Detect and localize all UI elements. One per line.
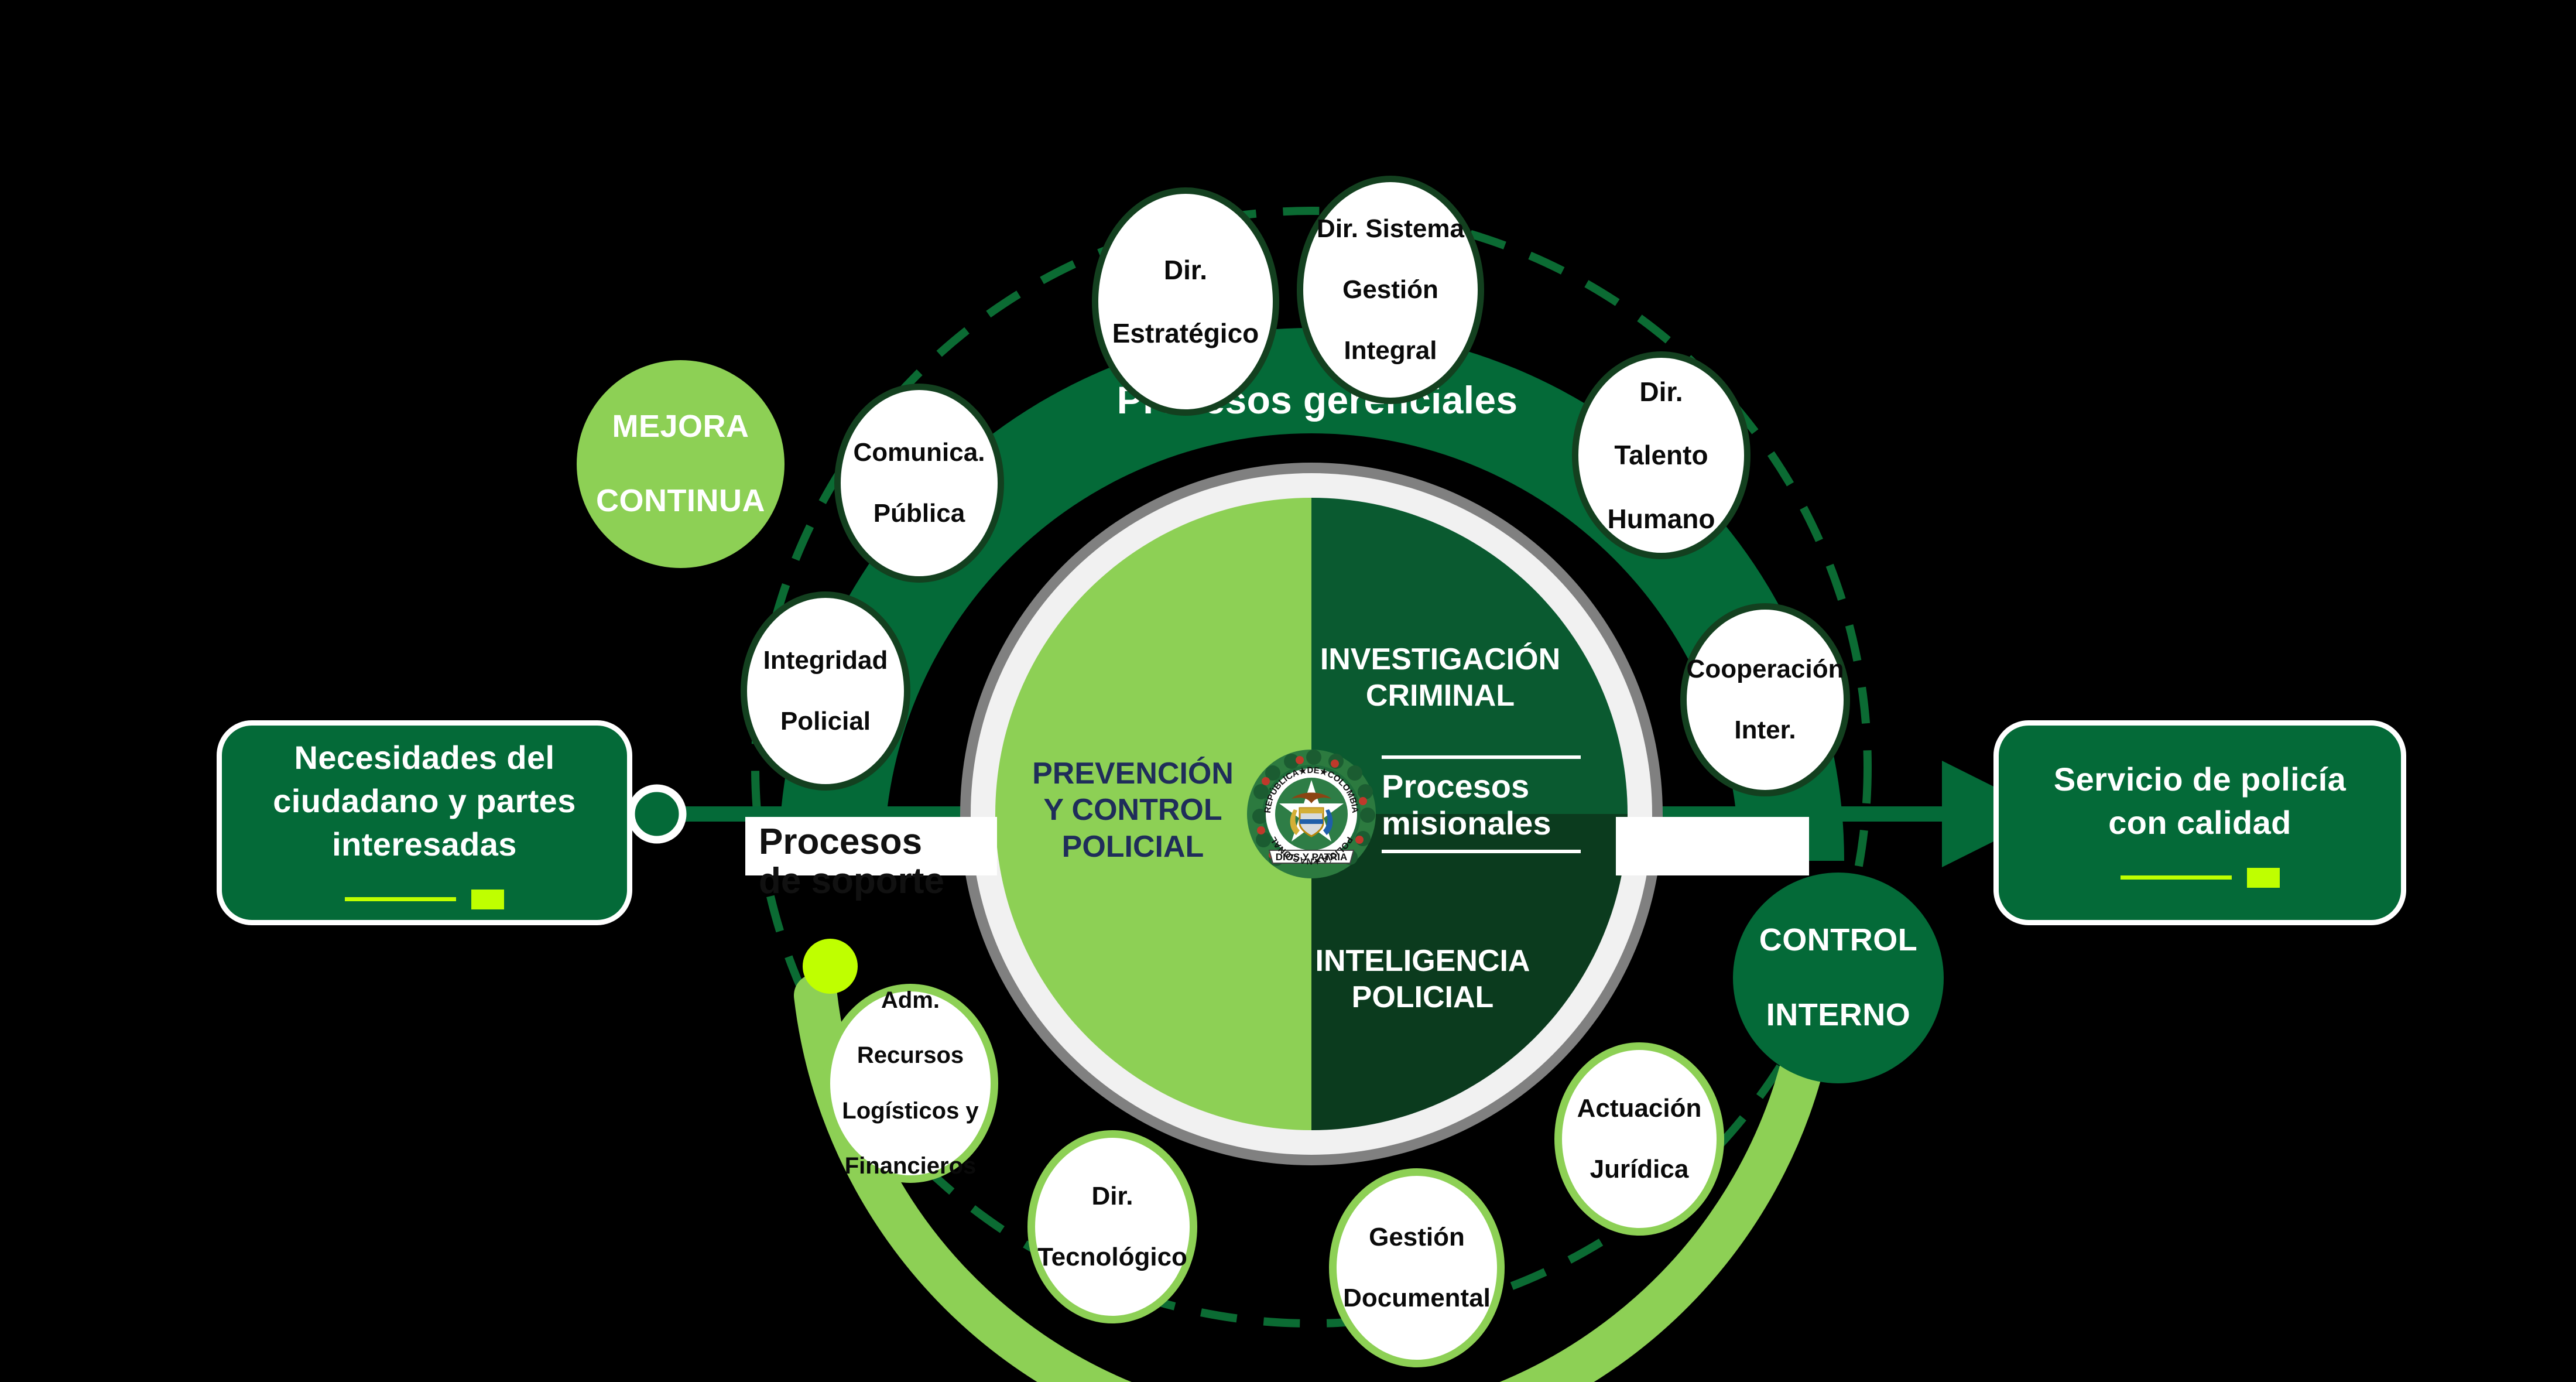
soporte-band-label: Procesos de soporte [745, 822, 997, 901]
soporte-label-line1: Procesos [759, 822, 923, 862]
misionales-caption: Procesos misionales [1382, 755, 1581, 854]
misionales-top-rule [1382, 755, 1581, 759]
soporte-label-plate [745, 817, 997, 875]
input-box-accent-rule [345, 889, 504, 909]
pie-segment-prevencion [995, 498, 1311, 1130]
control-interno-label: CONTROL INTERNO [1759, 922, 1918, 1032]
policia-nacional-crest-icon: DIOS Y PATRIA REPÚBLICA★DE★COLOMBIA POLI… [1247, 750, 1376, 878]
dashed-cycle-ring [751, 207, 1872, 1328]
soporte-band-start-dot [803, 939, 858, 994]
soporte-plate-right-fragment [1616, 817, 1809, 875]
bubble-dir-estrategico: Dir. Estratégico [1092, 187, 1279, 416]
bubble-dir-tecnologico: Dir. Tecnológico [1027, 1130, 1197, 1323]
soporte-label-line2: de soporte [759, 860, 944, 901]
svg-text:DIOS Y PATRIA: DIOS Y PATRIA [1276, 851, 1348, 863]
bubble-dir-talento-humano: Dir. Talento Humano [1572, 351, 1751, 559]
flow-node-marker [627, 784, 687, 844]
misionales-label: Procesos misionales [1382, 768, 1551, 841]
output-box: Servicio de policía con calidad [1993, 720, 2406, 925]
segment-label-investigacion: INVESTIGACIÓN CRIMINAL [1320, 642, 1561, 713]
bubble-cooperacion-inter: Cooperación Inter. [1680, 603, 1850, 796]
segment-label-inteligencia: INTELIGENCIA POLICIAL [1315, 944, 1530, 1015]
bubble-gestion-documental: Gestión Documental [1329, 1168, 1505, 1367]
output-box-label: Servicio de policía con calidad [2053, 761, 2347, 841]
bubble-adm-recursos-logisticos-financieros: Adm. Recursos Logísticos y Financieros [823, 984, 998, 1183]
pie-segment-investigacion [1311, 498, 1628, 814]
misionales-bottom-rule [1382, 850, 1581, 854]
input-box-label: Necesidades del ciudadano y partes inter… [273, 739, 576, 863]
bubble-integridad-policial: Integridad Policial [741, 591, 910, 791]
mejora-continua-circle: MEJORA CONTINUA [577, 360, 785, 568]
bubble-actuacion-juridica: Actuación Jurídica [1554, 1042, 1724, 1236]
output-box-accent-rule [2120, 867, 2280, 888]
bubble-dir-sistema-gestion-integral: Dir. Sistema Gestión Integral [1297, 176, 1484, 404]
mejora-continua-label: MEJORA CONTINUA [596, 408, 765, 519]
input-box: Necesidades del ciudadano y partes inter… [217, 720, 632, 925]
soporte-band [794, 974, 1831, 1382]
segment-label-prevencion: PREVENCIÓN Y CONTROL POLICIAL [1032, 757, 1234, 864]
pie-segment-inteligencia [1311, 814, 1628, 1130]
bubble-comunica-publica: Comunica. Pública [834, 384, 1004, 583]
control-interno-circle: CONTROL INTERNO [1733, 873, 1944, 1083]
